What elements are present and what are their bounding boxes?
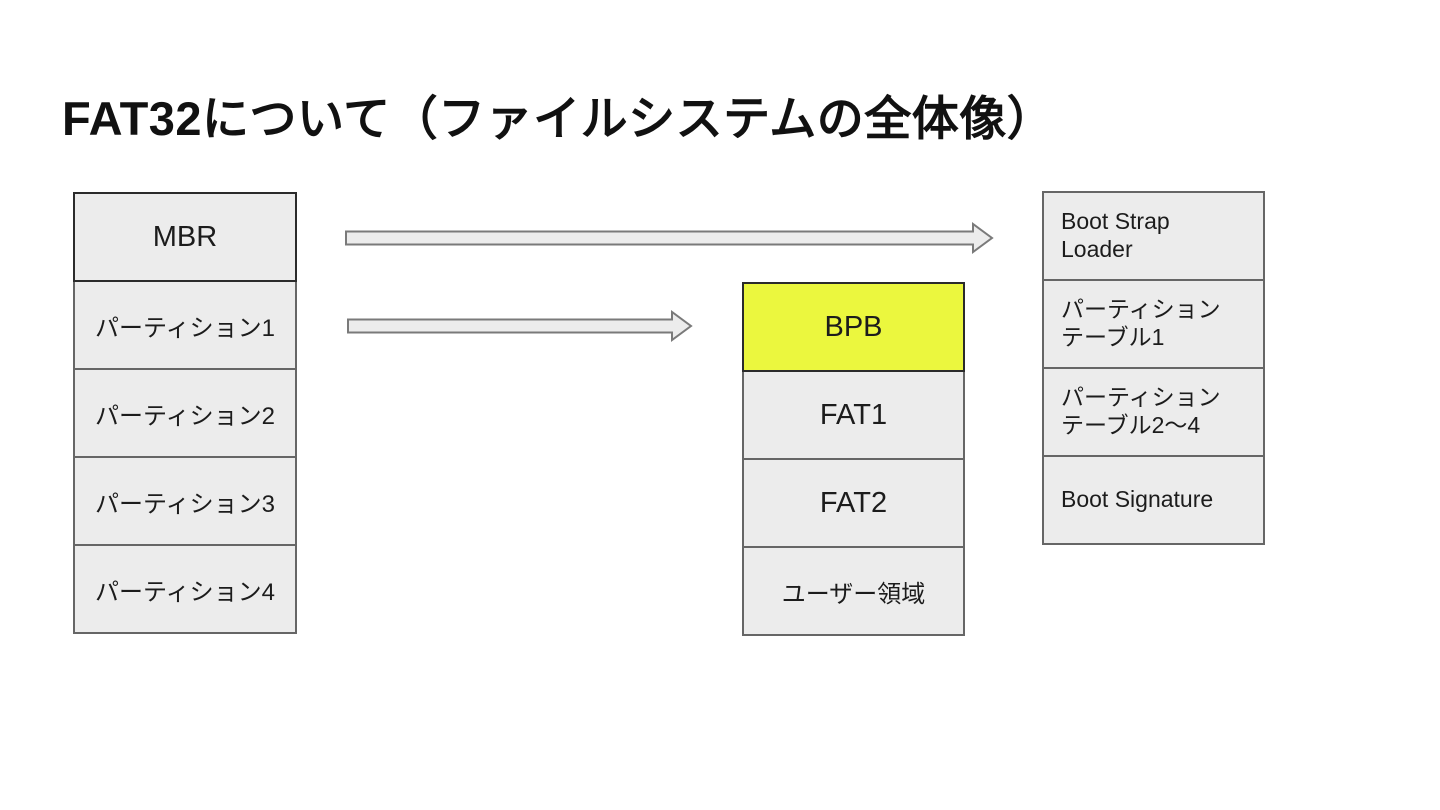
cell-partition-3: パーティション3 <box>73 456 297 546</box>
partition-detail-stack: BPB FAT1 FAT2 ユーザー領域 <box>742 282 965 636</box>
cell-partition-table-2-4: パーティション テーブル2～4 <box>1042 367 1265 457</box>
slide-title: FAT32について（ファイルシステムの全体像） <box>62 92 1055 145</box>
cell-fat1: FAT1 <box>742 370 965 460</box>
mbr-stack: MBR パーティション1 パーティション2 パーティション3 パーティション4 <box>73 192 297 634</box>
cell-mbr: MBR <box>73 192 297 282</box>
mbr-detail-stack: Boot Strap Loader パーティション テーブル1 パーティション … <box>1042 191 1265 545</box>
cell-bpb: BPB <box>742 282 965 372</box>
arrow-mbr-to-boot-detail-icon <box>345 222 994 254</box>
cell-partition-4: パーティション4 <box>73 544 297 634</box>
cell-partition-2: パーティション2 <box>73 368 297 458</box>
arrow-partition1-to-bpb-icon <box>347 310 693 342</box>
cell-partition-table-1: パーティション テーブル1 <box>1042 279 1265 369</box>
cell-boot-strap-loader: Boot Strap Loader <box>1042 191 1265 281</box>
cell-fat2: FAT2 <box>742 458 965 548</box>
cell-boot-signature: Boot Signature <box>1042 455 1265 545</box>
cell-partition-1: パーティション1 <box>73 280 297 370</box>
cell-user-area: ユーザー領域 <box>742 546 965 636</box>
